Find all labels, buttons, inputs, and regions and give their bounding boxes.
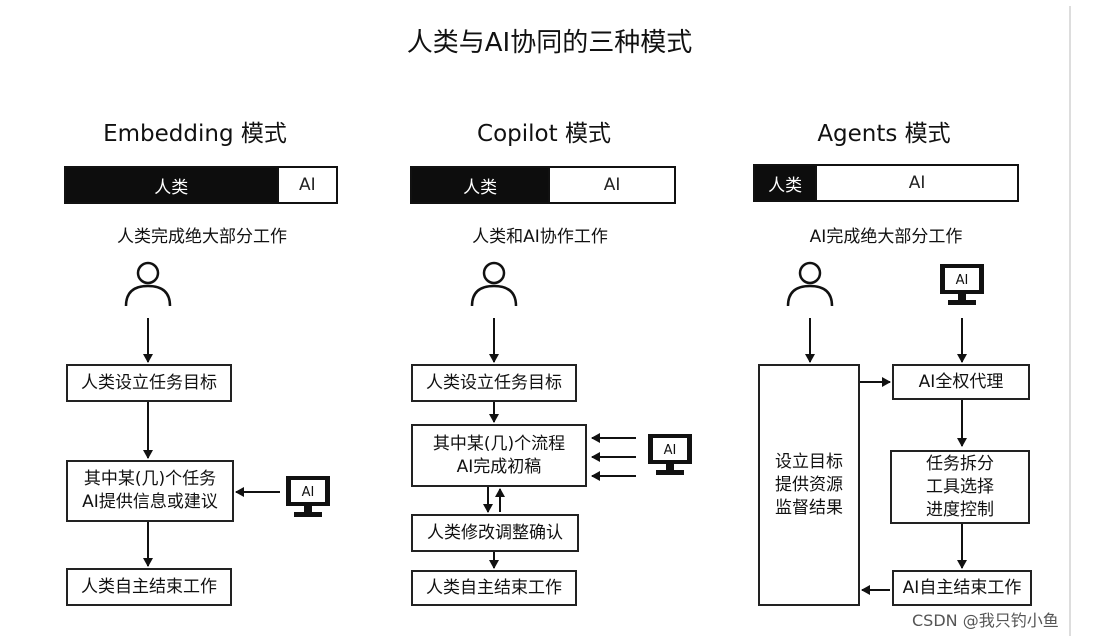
bar-ai-segment: AI: [815, 166, 1017, 200]
step-box: 人类自主结束工作: [411, 570, 577, 606]
ai-icon-label: AI: [664, 443, 677, 458]
ai-icon-label: AI: [956, 273, 969, 288]
mode-title-agents: Agents 模式: [817, 121, 951, 147]
bar-ai-segment: AI: [548, 168, 674, 202]
page-title: 人类与AI协同的三种模式: [406, 28, 693, 58]
person-icon: [124, 261, 172, 307]
right-edge-divider: [1069, 6, 1071, 636]
bar-human-segment: 人类: [66, 168, 277, 202]
ai-computer-icon: AI: [648, 434, 692, 475]
step-box: AI自主结束工作: [892, 570, 1032, 606]
human-supervision-box: 设立目标 提供资源 监督结果: [758, 364, 860, 606]
person-icon: [786, 261, 834, 307]
step-box: 人类修改调整确认: [411, 514, 579, 552]
step-box: 其中某(几)个流程 AI完成初稿: [411, 424, 587, 487]
bar-human-segment: 人类: [755, 166, 816, 200]
step-box: AI全权代理: [892, 364, 1030, 400]
watermark: CSDN @我只钓小鱼: [912, 611, 1059, 630]
ai-icon-label: AI: [302, 485, 315, 500]
ai-computer-icon: AI: [286, 476, 330, 517]
mode-title-copilot: Copilot 模式: [477, 121, 611, 147]
ratio-bar-agents: 人类 AI: [753, 164, 1019, 202]
mode-description-copilot: 人类和AI协作工作: [472, 227, 608, 247]
step-box: 其中某(几)个任务 AI提供信息或建议: [66, 460, 234, 522]
mode-description-embedding: 人类完成绝大部分工作: [117, 227, 287, 247]
ai-computer-icon: AI: [940, 264, 984, 305]
mode-title-embedding: Embedding 模式: [103, 121, 287, 147]
ratio-bar-embedding: 人类 AI: [64, 166, 338, 204]
ratio-bar-copilot: 人类 AI: [410, 166, 676, 204]
step-box: 人类设立任务目标: [66, 364, 232, 402]
step-box: 人类设立任务目标: [411, 364, 577, 402]
bar-ai-segment: AI: [276, 168, 336, 202]
person-icon: [470, 261, 518, 307]
step-box: 人类自主结束工作: [66, 568, 232, 606]
step-box: 任务拆分 工具选择 进度控制: [890, 450, 1030, 524]
bar-human-segment: 人类: [412, 168, 549, 202]
mode-description-agents: AI完成绝大部分工作: [809, 227, 963, 247]
